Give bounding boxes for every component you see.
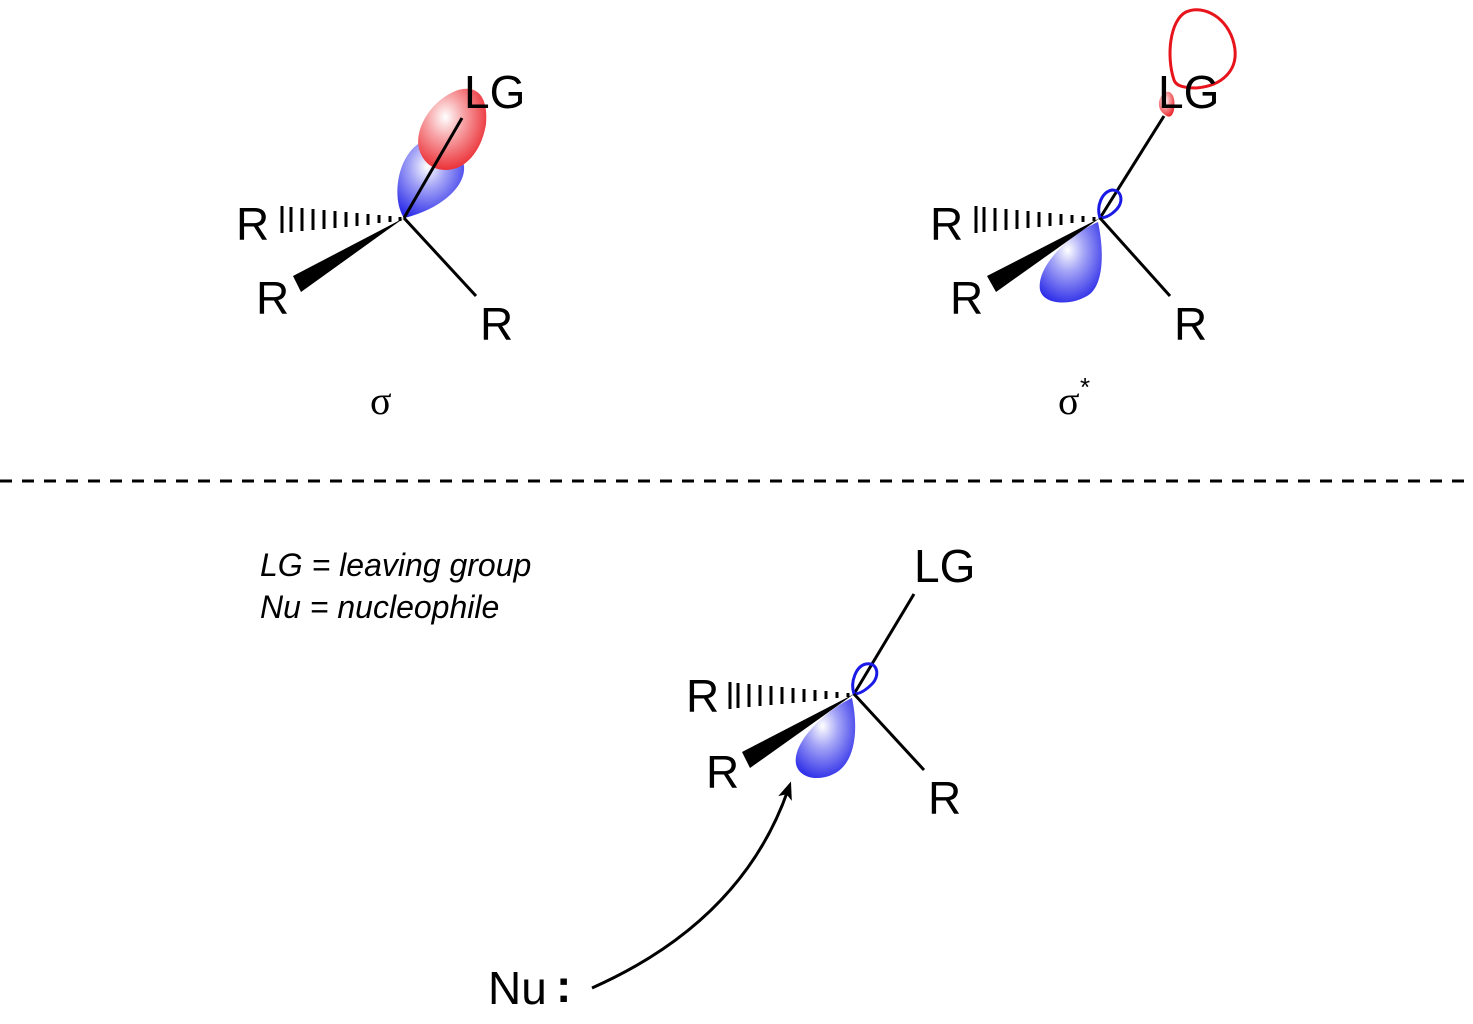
attack-blue-small-lobe — [851, 662, 879, 696]
sigma-star-blue-small-lobe — [1097, 188, 1123, 220]
legend-line-lg: LG = leaving group — [260, 547, 531, 583]
sigma-r-wedge-label: R — [256, 272, 289, 324]
sigma-bond-lg — [402, 117, 464, 219]
sigma-star-hashed-bond — [974, 206, 1096, 233]
sigma-r-plain-label: R — [480, 298, 513, 350]
attack-curved-arrow — [591, 781, 792, 990]
sigma-star-red-outline-lobe — [1168, 8, 1237, 90]
sigma-star-wedge-bond — [987, 218, 1100, 292]
sigma-wedge-bond — [293, 218, 404, 292]
sigma-lg-label: LG — [464, 66, 525, 118]
sigma-star-plain-bond — [1098, 216, 1172, 298]
attack-hashed-bond — [728, 682, 850, 709]
sigma-star-r-wedge-label: R — [950, 272, 983, 324]
legend: LG = leaving group Nu = nucleophile — [260, 547, 531, 625]
sigma-star-r-plain-label: R — [1174, 298, 1207, 350]
attack-r-plain-label: R — [928, 772, 961, 824]
attack-r-hash-label: R — [686, 670, 719, 722]
sigma-star-structure: LG R R R σ * — [930, 8, 1237, 423]
attack-wedge-bond — [742, 694, 854, 768]
sigma-star-orbital-label: σ — [1058, 378, 1080, 423]
sigma-star-lg-label: LG — [1158, 66, 1219, 118]
sigma-plain-bond — [402, 216, 478, 298]
sigma-hashed-bond — [280, 206, 402, 233]
sigma-orbital-label: σ — [370, 378, 392, 423]
legend-line-nu: Nu = nucleophile — [260, 589, 499, 625]
sigma-star-bond-lg — [1098, 115, 1166, 219]
sigma-star-blue-large-lobe — [1039, 222, 1102, 303]
attack-blue-large-lobe — [795, 698, 856, 779]
sigma-star-r-hash-label: R — [930, 198, 963, 250]
nucleophile-lone-pair: : — [556, 960, 571, 1012]
attack-structure: LG R R R Nu : — [488, 540, 975, 1014]
sigma-red-lobe — [418, 88, 487, 170]
attack-lg-label: LG — [914, 540, 975, 592]
nucleophile-label: Nu — [488, 962, 547, 1014]
sigma-structure: LG R R R σ — [236, 66, 525, 423]
attack-plain-bond — [852, 692, 926, 772]
sigma-star-red-small-lobe — [1158, 91, 1175, 117]
sigma-r-hash-label: R — [236, 198, 269, 250]
sigma-star-superscript: * — [1080, 372, 1090, 402]
attack-bond-lg — [852, 593, 916, 695]
attack-r-wedge-label: R — [706, 746, 739, 798]
